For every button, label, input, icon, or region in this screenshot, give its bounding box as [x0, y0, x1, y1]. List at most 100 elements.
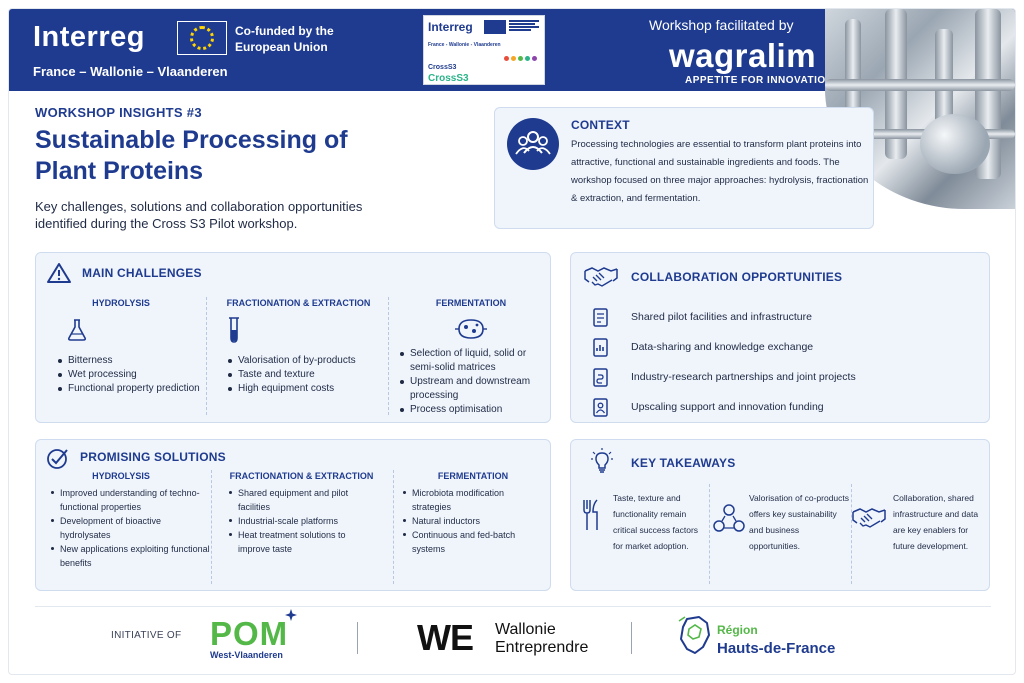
list-item: Development of bioactive hydrolysates — [50, 514, 210, 542]
footer-divider — [35, 606, 991, 607]
list-item: Continuous and fed-batch systems — [402, 528, 542, 556]
list-item: Functional property prediction — [56, 382, 206, 396]
challenges-hydrolysis-list: Bitterness Wet processing Functional pro… — [56, 354, 206, 396]
list-item: Bitterness — [56, 354, 206, 368]
collaboration-item: Shared pilot facilities and infrastructu… — [591, 307, 971, 329]
page-title: Sustainable Processing of Plant Proteins — [35, 126, 348, 185]
promising-solutions-card: PROMISING SOLUTIONS HYDROLYSIS Improved … — [35, 439, 551, 591]
list-item: Improved understanding of techno-functio… — [50, 486, 210, 514]
column-divider — [206, 297, 207, 415]
initiative-label: INITIATIVE OF — [111, 630, 182, 641]
solutions-fractionation-list: Shared equipment and pilot facilities In… — [228, 486, 378, 556]
challenges-fermentation-list: Selection of liquid, solid or semi-solid… — [398, 347, 548, 417]
building-doc-icon — [593, 308, 608, 327]
facilitated-label: Workshop facilitated by — [649, 17, 794, 33]
list-item: Industrial-scale platforms — [228, 514, 378, 528]
interreg-logo-text: Interreg — [33, 21, 145, 53]
context-title: CONTEXT — [571, 118, 630, 132]
wallonie-line2: Entreprendre — [495, 639, 589, 656]
context-card: CONTEXT Processing technologies are esse… — [494, 107, 874, 229]
eu-flag-icon — [177, 21, 227, 55]
list-item: Taste and texture — [226, 368, 381, 382]
handshake-icon — [584, 267, 618, 287]
footer-separator — [357, 622, 358, 654]
list-item: Natural inductors — [402, 514, 542, 528]
crosss3-cofund-lines — [509, 19, 543, 32]
crosss3-eu-flag-icon — [484, 20, 506, 34]
flask-icon — [67, 319, 87, 341]
column-divider — [393, 470, 394, 584]
region-label-line1: Région — [717, 623, 758, 637]
list-item: Valorisation of by-products — [226, 354, 381, 368]
test-tube-icon — [229, 317, 239, 343]
column-divider — [211, 470, 212, 584]
cofunded-label: Co-funded by the European Union — [235, 24, 334, 54]
collaboration-card: COLLABORATION OPPORTUNITIES Shared pilot… — [570, 252, 990, 423]
handshake-icon — [852, 508, 886, 528]
funding-user-icon — [593, 398, 608, 417]
takeaway-item: Collaboration, shared infrastructure and… — [893, 493, 979, 551]
challenges-title: MAIN CHALLENGES — [82, 266, 202, 280]
wagralim-tagline: APPETITE FOR INNOVATION — [685, 75, 834, 86]
solutions-col-fermentation-heading: FERMENTATION — [437, 471, 509, 481]
collaboration-title: COLLABORATION OPPORTUNITIES — [631, 270, 843, 284]
takeaways-title: KEY TAKEAWAYS — [631, 456, 736, 470]
column-divider — [388, 297, 389, 415]
infographic-page: Interreg Co-funded by the European Union… — [8, 8, 1016, 675]
crosss3-logo: Interreg France - Wallonie - Vlaanderen … — [423, 15, 545, 85]
fork-knife-icon — [583, 499, 598, 530]
list-item: New applications exploiting functional b… — [50, 542, 210, 570]
main-challenges-card: MAIN CHALLENGES HYDROLYSIS Bitterness We… — [35, 252, 551, 423]
region-line: France – Wallonie – Vlaanderen — [33, 64, 228, 79]
people-group-icon — [507, 118, 559, 170]
wallonie-line1: Wallonie — [495, 621, 556, 638]
list-item: Heat treatment solutions to improve tast… — [228, 528, 378, 556]
region-label-line2: Hauts-de-France — [717, 640, 836, 657]
lightbulb-icon — [591, 448, 613, 473]
workshop-insight-tag: WORKSHOP INSIGHTS #3 — [35, 105, 202, 120]
cycle-people-icon — [713, 504, 745, 532]
check-circle-icon — [47, 449, 68, 469]
intro-description: Key challenges, solutions and collaborat… — [35, 199, 363, 231]
list-item: Microbiota modification strategies — [402, 486, 542, 514]
partnership-doc-icon — [593, 368, 608, 387]
takeaway-item: Valorisation of co-products offers key s… — [749, 493, 850, 551]
hauts-de-france-map-icon — [678, 616, 710, 654]
wagralim-logo-text: wagralim — [669, 37, 817, 74]
list-item: High equipment costs — [226, 382, 381, 396]
challenges-col-hydrolysis-heading: HYDROLYSIS — [92, 298, 150, 308]
context-text: Processing technologies are essential to… — [571, 139, 869, 204]
challenges-col-fermentation-heading: FERMENTATION — [435, 298, 507, 308]
solutions-col-hydrolysis-heading: HYDROLYSIS — [92, 471, 150, 481]
pom-star-icon — [285, 609, 297, 621]
list-item: Wet processing — [56, 368, 206, 382]
data-sharing-icon — [593, 338, 608, 357]
list-item: Shared equipment and pilot facilities — [228, 486, 378, 514]
solutions-col-fractionation-heading: FRACTIONATION & EXTRACTION — [229, 471, 374, 481]
crosss3-interreg-text: Interreg — [428, 20, 473, 34]
list-item: Process optimisation — [398, 403, 548, 417]
column-divider — [709, 484, 710, 584]
solutions-hydrolysis-list: Improved understanding of techno-functio… — [50, 486, 210, 570]
crosss3-region-text: France - Wallonie - Vlaanderen — [428, 42, 501, 48]
collaboration-item: Data-sharing and knowledge exchange — [591, 337, 971, 359]
challenges-col-fractionation-heading: FRACTIONATION & EXTRACTION — [226, 298, 371, 308]
collaboration-item: Upscaling support and innovation funding — [591, 397, 971, 419]
list-item: Selection of liquid, solid or semi-solid… — [398, 347, 548, 375]
challenges-fractionation-list: Valorisation of by-products Taste and te… — [226, 354, 381, 396]
footer-separator — [631, 622, 632, 654]
microbe-icon — [455, 319, 487, 339]
crosss3-dots-icon — [504, 48, 540, 61]
key-takeaways-card: KEY TAKEAWAYS Taste, texture and functio… — [570, 439, 990, 591]
takeaway-item: Taste, texture and functionality remain … — [613, 493, 699, 551]
pom-subtitle: West-Vlaanderen — [210, 650, 283, 660]
solutions-title: PROMISING SOLUTIONS — [80, 450, 226, 464]
column-divider — [851, 484, 852, 584]
crosss3-name-small: CrossS3 — [428, 64, 457, 71]
solutions-fermentation-list: Microbiota modification strategies Natur… — [402, 486, 542, 556]
collaboration-item: Industry-research partnerships and joint… — [591, 367, 971, 389]
we-logo-text: WE — [417, 617, 474, 658]
crosss3-name-large: CrossS3 — [428, 73, 469, 84]
warning-icon — [47, 263, 71, 283]
pom-logo-text: POM — [210, 615, 289, 652]
